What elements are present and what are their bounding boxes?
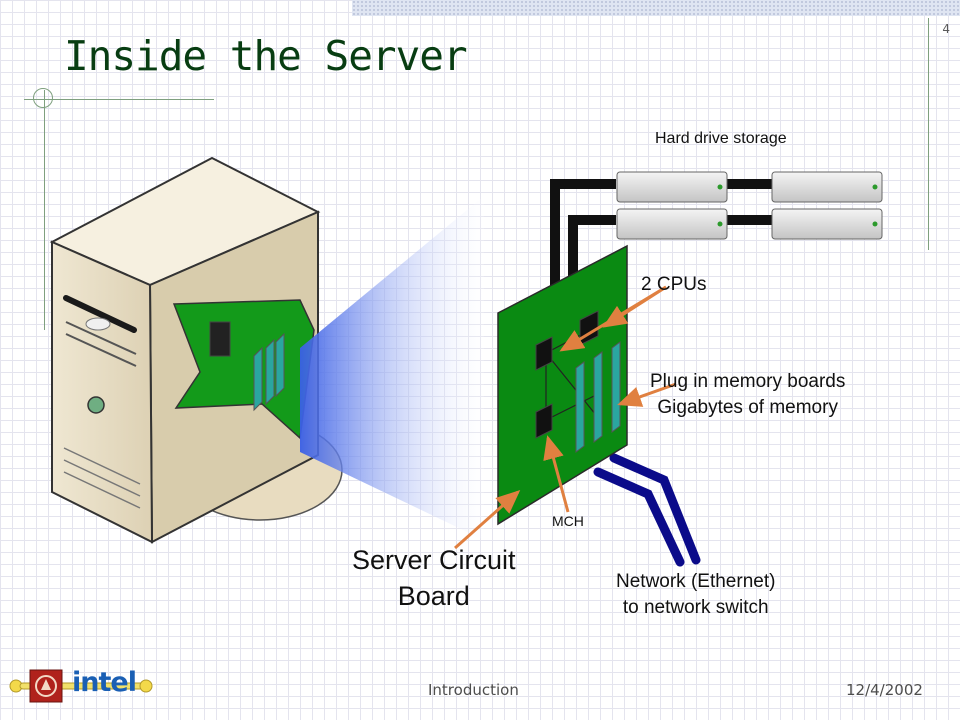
server-vents [63, 447, 141, 509]
logo-knob-right [139, 679, 153, 693]
server-front [51, 240, 154, 544]
label-network-line-2: to network switch [622, 597, 769, 618]
label-hard-drive-storage: Hard drive storage [655, 130, 787, 147]
server-circuit-board [497, 244, 628, 526]
server-cutaway-memory [253, 332, 285, 412]
label-network-line-1: Network (Ethernet) [616, 571, 776, 592]
intel-logo-graphic [9, 669, 153, 703]
decorative-vertical-line [44, 90, 45, 330]
server-drive-bay-2 [65, 333, 137, 367]
footer-section-name: Introduction [428, 681, 519, 699]
seal-emblem [41, 679, 51, 690]
label-network: Network (Ethernet) to network switch [616, 569, 775, 621]
top-pattern-bar [352, 0, 960, 16]
arrow-to-board [454, 490, 521, 550]
circuit-board [497, 244, 628, 526]
hard-drive [771, 208, 883, 240]
server-drive-bay-1 [65, 321, 137, 355]
decorative-right-line [928, 18, 929, 250]
drive-led [872, 221, 878, 227]
arrow-to-memory [617, 382, 677, 407]
seal-ring [35, 675, 57, 697]
label-mch: MCH [552, 513, 584, 529]
arrow-to-cpu-2 [602, 285, 667, 328]
label-memory-line-2: Gigabytes of memory [657, 397, 838, 418]
drive-led [717, 184, 723, 190]
label-server-circuit-board: Server Circuit Board [352, 542, 516, 614]
drive-led [717, 221, 723, 227]
server-drive-slot [63, 295, 137, 333]
server-tower [49, 156, 343, 544]
drive-cable-link [726, 179, 772, 225]
decorative-circle [33, 88, 53, 108]
server-drive-button [85, 317, 111, 331]
label-memory-line-1: Plug in memory boards [650, 371, 846, 392]
server-power-button [87, 396, 105, 414]
label-cpus: 2 CPUs [641, 274, 707, 295]
arrow-to-mch [543, 435, 570, 513]
label-board-line-2: Board [397, 581, 470, 611]
memory-board [575, 361, 585, 453]
drive-led [872, 184, 878, 190]
intel-logo: intel [8, 664, 156, 708]
label-memory: Plug in memory boards Gigabytes of memor… [650, 369, 845, 421]
network-cable-1 [593, 467, 685, 567]
hard-drive [771, 171, 883, 203]
zoom-beam [300, 196, 484, 540]
drive-cable-2 [568, 215, 616, 282]
hard-drive [616, 208, 728, 240]
memory-board [611, 341, 621, 433]
hard-drive [616, 171, 728, 203]
mch-chip [535, 403, 553, 439]
decorative-horizontal-line [24, 99, 214, 100]
label-board-line-1: Server Circuit [352, 545, 516, 575]
cpu-chip [535, 336, 553, 371]
memory-board [593, 351, 603, 443]
callout-arrows [454, 285, 677, 550]
footer-date: 12/4/2002 [846, 681, 923, 699]
server-cutaway-board [172, 299, 315, 440]
drive-cable-1 [550, 179, 616, 296]
slide-title: Inside the Server [64, 32, 468, 80]
hard-drive-array [550, 171, 883, 296]
network-cable-2 [609, 453, 701, 565]
page-number: 4 [942, 22, 950, 36]
intel-logo-text: intel [72, 667, 137, 698]
server-cutaway-chip [209, 321, 231, 357]
